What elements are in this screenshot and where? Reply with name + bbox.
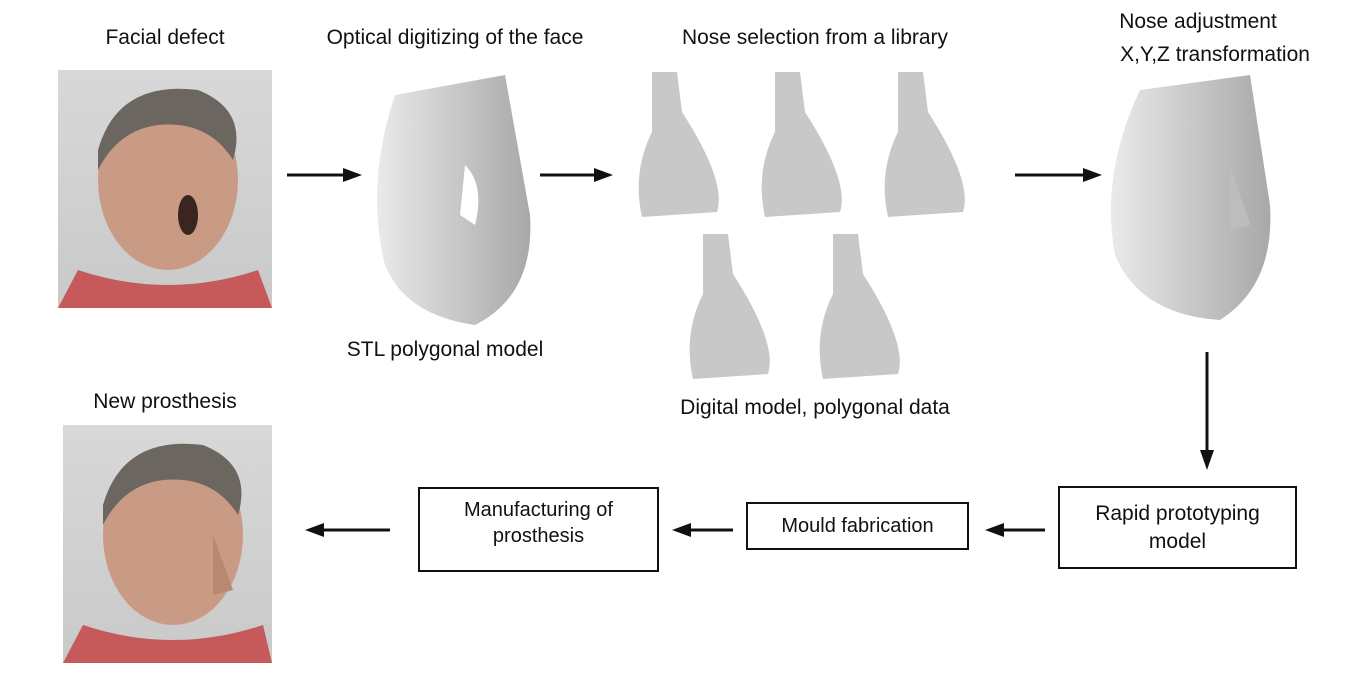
label-stl-model: STL polygonal model (346, 338, 544, 361)
photo-facial-defect (58, 70, 272, 308)
label-digital-model: Digital model, polygonal data (680, 396, 950, 419)
box-manufacturing: Manufacturing of prosthesis (418, 487, 659, 572)
box-mould-fabrication: Mould fabrication (746, 502, 969, 550)
label-xyz-transformation: X,Y,Z transformation (1120, 43, 1310, 66)
face-model-with-defect (377, 75, 531, 325)
rapid-prototyping-text: Rapid prototyping model (1095, 502, 1260, 553)
label-nose-selection: Nose selection from a library (681, 26, 949, 49)
label-nose-adjustment: Nose adjustment (1119, 10, 1277, 33)
face-model-adjusted (1110, 75, 1271, 320)
label-optical-digitizing: Optical digitizing of the face (326, 26, 584, 49)
mould-fabrication-text: Mould fabrication (781, 515, 934, 537)
label-new-prosthesis: New prosthesis (93, 390, 237, 413)
box-rapid-prototyping: Rapid prototyping model (1058, 486, 1297, 569)
nose-model-5 (819, 234, 900, 379)
label-facial-defect: Facial defect (105, 26, 225, 49)
photo-new-prosthesis (63, 425, 272, 663)
nose-model-1 (638, 72, 719, 217)
nose-model-3 (884, 72, 965, 217)
nose-model-4 (689, 234, 770, 379)
manufacturing-text: Manufacturing of prosthesis (464, 498, 613, 547)
nose-model-2 (761, 72, 842, 217)
